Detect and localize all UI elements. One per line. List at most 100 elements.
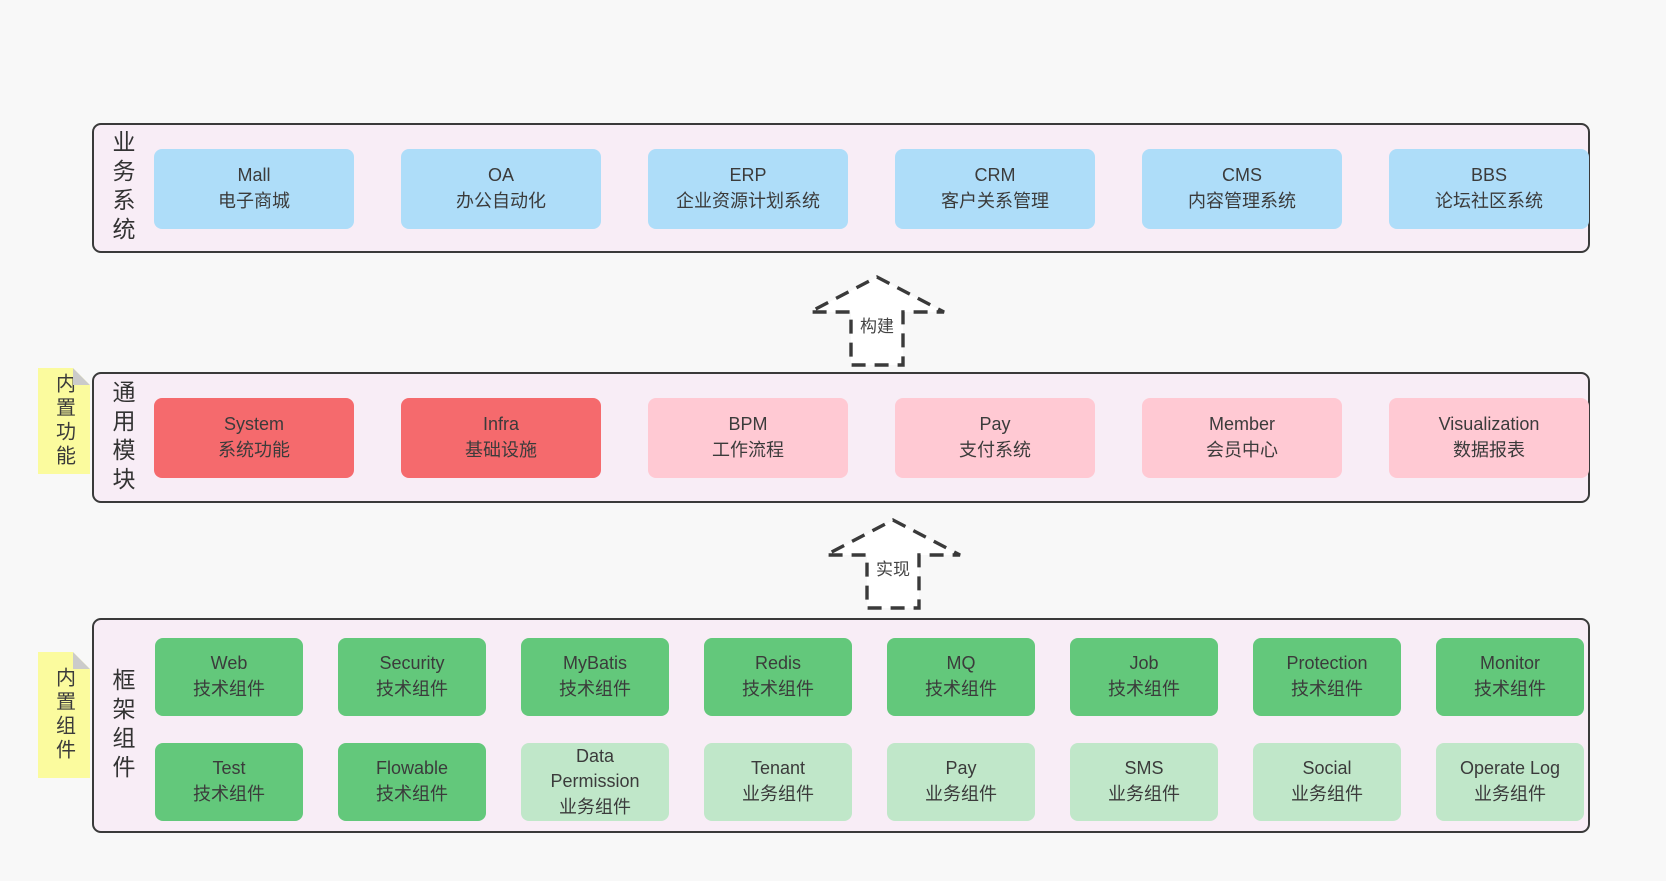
box-title: Pay (945, 758, 977, 779)
folded-corner-icon (73, 652, 90, 669)
box-subtitle: 业务组件 (1291, 784, 1363, 804)
band-label-common-modules: 通用模块 (109, 379, 135, 496)
arrow-implement: 实现 (820, 516, 966, 612)
box-infra: Infra 基础设施 (401, 398, 601, 478)
box-subtitle: 技术组件 (376, 784, 448, 804)
framework-components-row-2: Test 技术组件 Flowable 技术组件 Data Permission … (155, 743, 1584, 821)
box-title: SMS (1124, 758, 1164, 779)
box-sms: SMS 业务组件 (1070, 743, 1218, 821)
box-title: Web (210, 653, 248, 674)
box-subtitle: 企业资源计划系统 (676, 191, 820, 211)
box-pay: Pay 支付系统 (895, 398, 1095, 478)
common-modules-row: System 系统功能 Infra 基础设施 BPM 工作流程 Pay 支付系统… (154, 398, 1589, 478)
box-subtitle: 会员中心 (1206, 440, 1278, 460)
box-subtitle: 业务组件 (1474, 784, 1546, 804)
box-title: BBS (1470, 165, 1508, 186)
band-label-framework-components: 框架组件 (109, 667, 135, 784)
box-oa: OA 办公自动化 (401, 149, 601, 229)
box-redis: Redis 技术组件 (704, 638, 852, 716)
box-system: System 系统功能 (154, 398, 354, 478)
box-subtitle: 论坛社区系统 (1435, 191, 1543, 211)
band-business-systems: 业务系统 Mall 电子商城 OA 办公自动化 ERP 企业资源计划系统 CRM… (92, 123, 1590, 253)
box-subtitle: 技术组件 (1108, 679, 1180, 699)
box-pay-business: Pay 业务组件 (887, 743, 1035, 821)
box-subtitle: 数据报表 (1453, 440, 1525, 460)
box-protection: Protection 技术组件 (1253, 638, 1401, 716)
box-title: Security (379, 653, 445, 674)
box-subtitle: 技术组件 (1474, 679, 1546, 699)
box-job: Job 技术组件 (1070, 638, 1218, 716)
box-subtitle: 系统功能 (218, 440, 290, 460)
box-title: Monitor (1479, 653, 1541, 674)
box-visualization: Visualization 数据报表 (1389, 398, 1589, 478)
box-mq: MQ 技术组件 (887, 638, 1035, 716)
box-subtitle: 技术组件 (559, 679, 631, 699)
box-subtitle: 工作流程 (712, 440, 784, 460)
box-title: Social (1302, 758, 1352, 779)
box-subtitle: 技术组件 (925, 679, 997, 699)
box-title: MyBatis (562, 653, 627, 674)
box-title: ERP (729, 165, 767, 186)
box-flowable: Flowable 技术组件 (338, 743, 486, 821)
box-title: Data Permission (550, 745, 640, 792)
box-subtitle: 技术组件 (742, 679, 814, 699)
box-title: CMS (1222, 165, 1262, 186)
box-operate-log: Operate Log 业务组件 (1436, 743, 1584, 821)
note-text: 内置功能 (52, 373, 75, 469)
box-title: Test (212, 758, 246, 779)
box-subtitle: 电子商城 (218, 191, 290, 211)
box-title: CRM (974, 165, 1016, 186)
business-systems-row: Mall 电子商城 OA 办公自动化 ERP 企业资源计划系统 CRM 客户关系… (154, 149, 1589, 229)
note-text: 内置组件 (52, 667, 75, 763)
box-crm: CRM 客户关系管理 (895, 149, 1095, 229)
box-tenant: Tenant 业务组件 (704, 743, 852, 821)
arrow-label-implement: 实现 (873, 555, 913, 580)
box-title: Infra (482, 414, 520, 435)
box-title: Job (1129, 653, 1159, 674)
box-subtitle: 业务组件 (742, 784, 814, 804)
box-bbs: BBS 论坛社区系统 (1389, 149, 1589, 229)
box-bpm: BPM 工作流程 (648, 398, 848, 478)
box-data-permission: Data Permission 业务组件 (521, 743, 669, 821)
box-title: Protection (1286, 653, 1368, 674)
folded-corner-icon (73, 368, 90, 385)
band-common-modules: 通用模块 System 系统功能 Infra 基础设施 BPM 工作流程 Pay… (92, 372, 1590, 503)
box-title: Tenant (750, 758, 806, 779)
box-subtitle: 业务组件 (925, 784, 997, 804)
box-mybatis: MyBatis 技术组件 (521, 638, 669, 716)
box-title: Operate Log (1459, 758, 1561, 779)
box-title: Member (1208, 414, 1275, 435)
box-subtitle: 内容管理系统 (1188, 191, 1296, 211)
box-subtitle: 技术组件 (376, 679, 448, 699)
box-title: Pay (979, 414, 1011, 435)
framework-components-row-1: Web 技术组件 Security 技术组件 MyBatis 技术组件 Redi… (155, 638, 1584, 716)
band-framework-components: 框架组件 Web 技术组件 Security 技术组件 MyBatis 技术组件… (92, 618, 1590, 833)
arrow-build: 构建 (804, 273, 950, 369)
box-subtitle: 业务组件 (1108, 784, 1180, 804)
box-title: BPM (728, 414, 768, 435)
band-label-business-systems: 业务系统 (109, 130, 135, 246)
box-subtitle: 业务组件 (559, 796, 631, 817)
arrow-label-build: 构建 (857, 312, 897, 337)
note-built-in-features: 内置功能 (38, 368, 90, 474)
box-subtitle: 客户关系管理 (941, 191, 1049, 211)
box-subtitle: 技术组件 (193, 679, 265, 699)
box-title: Visualization (1438, 414, 1540, 435)
box-title: System (223, 414, 284, 435)
box-security: Security 技术组件 (338, 638, 486, 716)
box-subtitle: 支付系统 (959, 440, 1031, 460)
box-subtitle: 技术组件 (193, 784, 265, 804)
box-title: OA (487, 165, 514, 186)
box-title: Mall (237, 165, 271, 186)
box-subtitle: 基础设施 (465, 440, 537, 460)
note-built-in-components: 内置组件 (38, 652, 90, 778)
box-test: Test 技术组件 (155, 743, 303, 821)
box-subtitle: 办公自动化 (456, 191, 546, 211)
box-web: Web 技术组件 (155, 638, 303, 716)
box-mall: Mall 电子商城 (154, 149, 354, 229)
box-monitor: Monitor 技术组件 (1436, 638, 1584, 716)
box-cms: CMS 内容管理系统 (1142, 149, 1342, 229)
box-title: Flowable (375, 758, 449, 779)
box-member: Member 会员中心 (1142, 398, 1342, 478)
